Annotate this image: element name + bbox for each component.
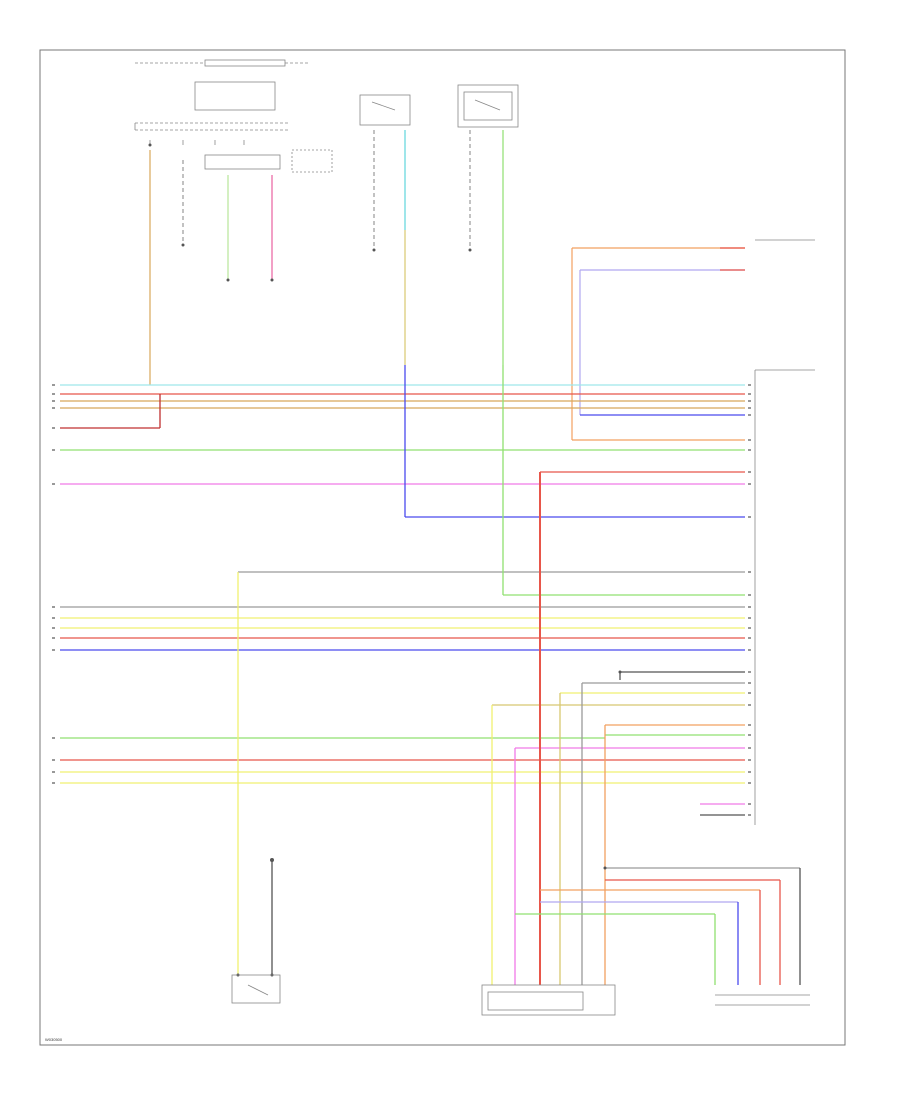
- connector-dots: [148, 143, 622, 977]
- left-pin-markers: [52, 384, 55, 784]
- top-drop-wires: [149, 130, 504, 385]
- figure-number: W030500: [45, 1037, 63, 1042]
- bottom-left-switch: [231, 974, 281, 1004]
- horizontal-wires: [60, 365, 745, 816]
- right-top-component: [754, 239, 816, 826]
- top-middle-switch: [359, 84, 519, 128]
- top-left-component: [134, 59, 333, 173]
- top-right-connector: [571, 247, 745, 440]
- bottom-middle-connector: [481, 984, 616, 1016]
- bottom-right-connector: [715, 994, 810, 1006]
- diagram-frame: [39, 49, 846, 1046]
- vertical-bottom-wires: [237, 472, 801, 985]
- right-pin-markers: [748, 384, 751, 816]
